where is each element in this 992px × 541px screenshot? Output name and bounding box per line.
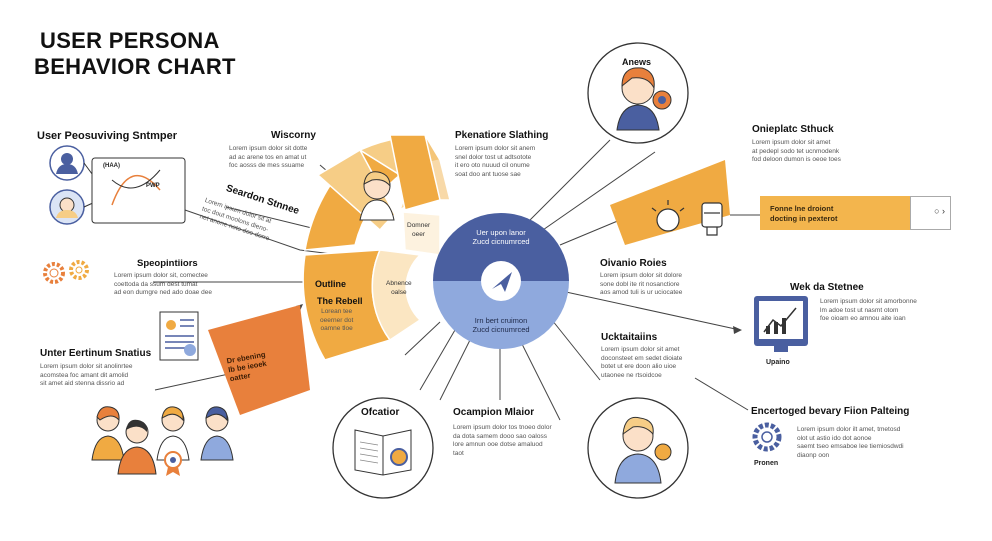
lightbulb-icon <box>651 200 685 232</box>
banner-arrow-icon[interactable]: ○ › <box>934 206 945 216</box>
label-anews: Anews <box>622 57 652 67</box>
title-line-2: BEHAVIOR CHART <box>34 54 236 79</box>
label-pkenatiore: Pkenatiore Slathing <box>455 130 549 141</box>
text-the-rebell: Lorean tee oeerner dot oamne tloe <box>320 308 354 332</box>
text-pkenatiore: Lorem ipsum dolor sit anem snel dolor to… <box>455 145 536 178</box>
monitor-chart-icon <box>754 296 808 352</box>
text-ocampion-mlaior: Lorem ipsum dolor tos tnoeo dolor da dot… <box>453 424 552 457</box>
compass-arrow-icon <box>492 272 512 292</box>
persona-circle-bottom <box>587 397 689 499</box>
label-user-peosuviving: User Peosuviving Sntmper <box>37 130 177 142</box>
label-ucktaitaiins: Ucktaitaiins <box>601 332 658 343</box>
label-wiscorny: Wiscorny <box>271 130 316 141</box>
label-encertoged: Encertoged bevary Fiion Palteing <box>751 406 910 417</box>
label-ocampion-mlaior: Ocampion Mlaior <box>453 407 535 418</box>
text-unter-eertinum: Lorem ipsum dolor sit anolinrtee acomste… <box>40 363 133 387</box>
label-oivanio-roies: Oivanio Roies <box>600 258 667 269</box>
persona-circle-top <box>587 42 689 144</box>
circle-top-text: Uer upon lanor Zucd cicnumrced <box>472 228 530 246</box>
book-circle <box>332 397 434 499</box>
text-encertoged: Lorem ipsum dolor ilt amet, tmetosd olot… <box>797 426 904 459</box>
chart-inner-label-1: (HAA) <box>103 163 120 169</box>
text-ucktaitaiins: Lorem ipsum dolor sit amet doconsteet em… <box>601 346 683 379</box>
label-speopintiiors: Speopintiiors <box>137 258 198 269</box>
caption-pronen: Pronen <box>754 460 779 467</box>
text-wek-da-stetnee: Lorem ipsum dolor sit amorbonne lm adoe … <box>820 298 917 322</box>
center-circle <box>433 213 569 349</box>
fan-segments <box>208 133 451 415</box>
text-oivanio-roies: Lorem ipsum dolor sit dolore sone dobl i… <box>600 272 683 296</box>
gear-icon <box>752 422 782 452</box>
flask-icon <box>701 202 723 236</box>
banner-tail <box>910 196 951 230</box>
chart-inner-label-2: PWP <box>146 183 160 189</box>
document-icon <box>159 311 199 361</box>
right-fan-segment <box>610 160 730 245</box>
text-onieplatc: Lorem ipsum dolor sit amet at pedepl sod… <box>752 139 841 163</box>
circle-bottom-text: Irn bert cruimon Zucd cicnumrced <box>472 316 530 334</box>
text-mid-1: Domner oeer <box>407 222 431 238</box>
info-banner: Fonne lne droiont docting in pexterot ○ … <box>760 196 951 230</box>
page-title: USER PERSONA BEHAVIOR CHART <box>34 28 236 80</box>
gears-icon <box>43 260 89 284</box>
fan-person-icon <box>359 171 395 221</box>
label-unter-eertinum: Unter Eertinum Snatius <box>40 348 152 359</box>
label-outline: Outline <box>315 279 346 289</box>
people-group-icon <box>91 406 234 476</box>
user-cluster-top-left <box>49 145 186 225</box>
text-speopintiiors: Lorem ipsum dolor sit, comectee coettoda… <box>114 272 212 296</box>
banner-text: Fonne lne droiont docting in pexterot <box>770 204 838 223</box>
text-wiscorny: Lorem ipsum dolor sit dotte ad ac arene … <box>229 145 308 169</box>
label-the-rebell: The Rebell <box>317 296 363 306</box>
title-line-1: USER PERSONA <box>40 28 220 53</box>
label-ofcatior: Ofcatior <box>361 407 400 418</box>
label-onieplatc: Onieplatc Sthuck <box>752 124 834 135</box>
text-mid-2: Abnence oalse <box>386 280 412 296</box>
caption-upaino: Upaino <box>766 359 790 366</box>
label-wek-da-stetnee: Wek da Stetnee <box>790 282 864 293</box>
